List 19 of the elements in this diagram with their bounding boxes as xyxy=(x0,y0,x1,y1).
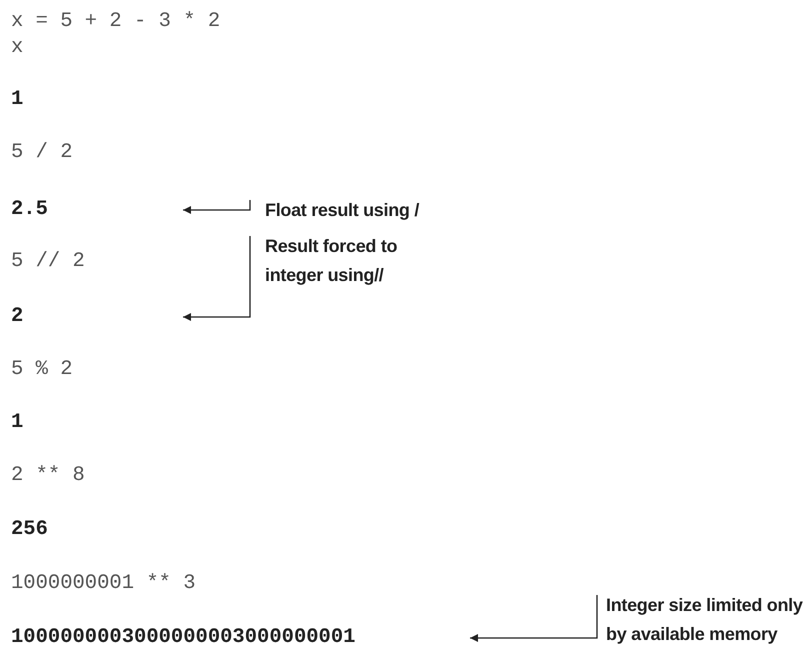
annotation-text: Float result using / xyxy=(250,196,435,225)
output-text: 2.5 xyxy=(11,198,48,222)
output-text: 1 xyxy=(11,88,24,112)
code-text: x = 5 + 2 - 3 * 2 xyxy=(11,10,220,34)
code-text: 2 ** 8 xyxy=(11,464,85,488)
leader-arrow xyxy=(470,595,598,642)
annotation-text: Result forced to integer using// xyxy=(250,232,430,290)
output-text: 256 xyxy=(11,518,48,542)
output-text: 1 xyxy=(11,411,24,435)
code-text: 5 / 2 xyxy=(11,141,73,165)
leader-arrow xyxy=(183,236,251,321)
leader-arrow xyxy=(183,200,251,214)
code-text: x xyxy=(11,36,24,60)
code-text: 1000000001 ** 3 xyxy=(11,572,196,596)
annotation-text: Integer size limited only by available memory xyxy=(597,591,808,649)
code-text: 5 % 2 xyxy=(11,358,73,382)
output-text: 2 xyxy=(11,305,24,329)
code-text: 5 // 2 xyxy=(11,250,85,274)
output-text: 1000000003000000003000000001 xyxy=(11,626,356,650)
